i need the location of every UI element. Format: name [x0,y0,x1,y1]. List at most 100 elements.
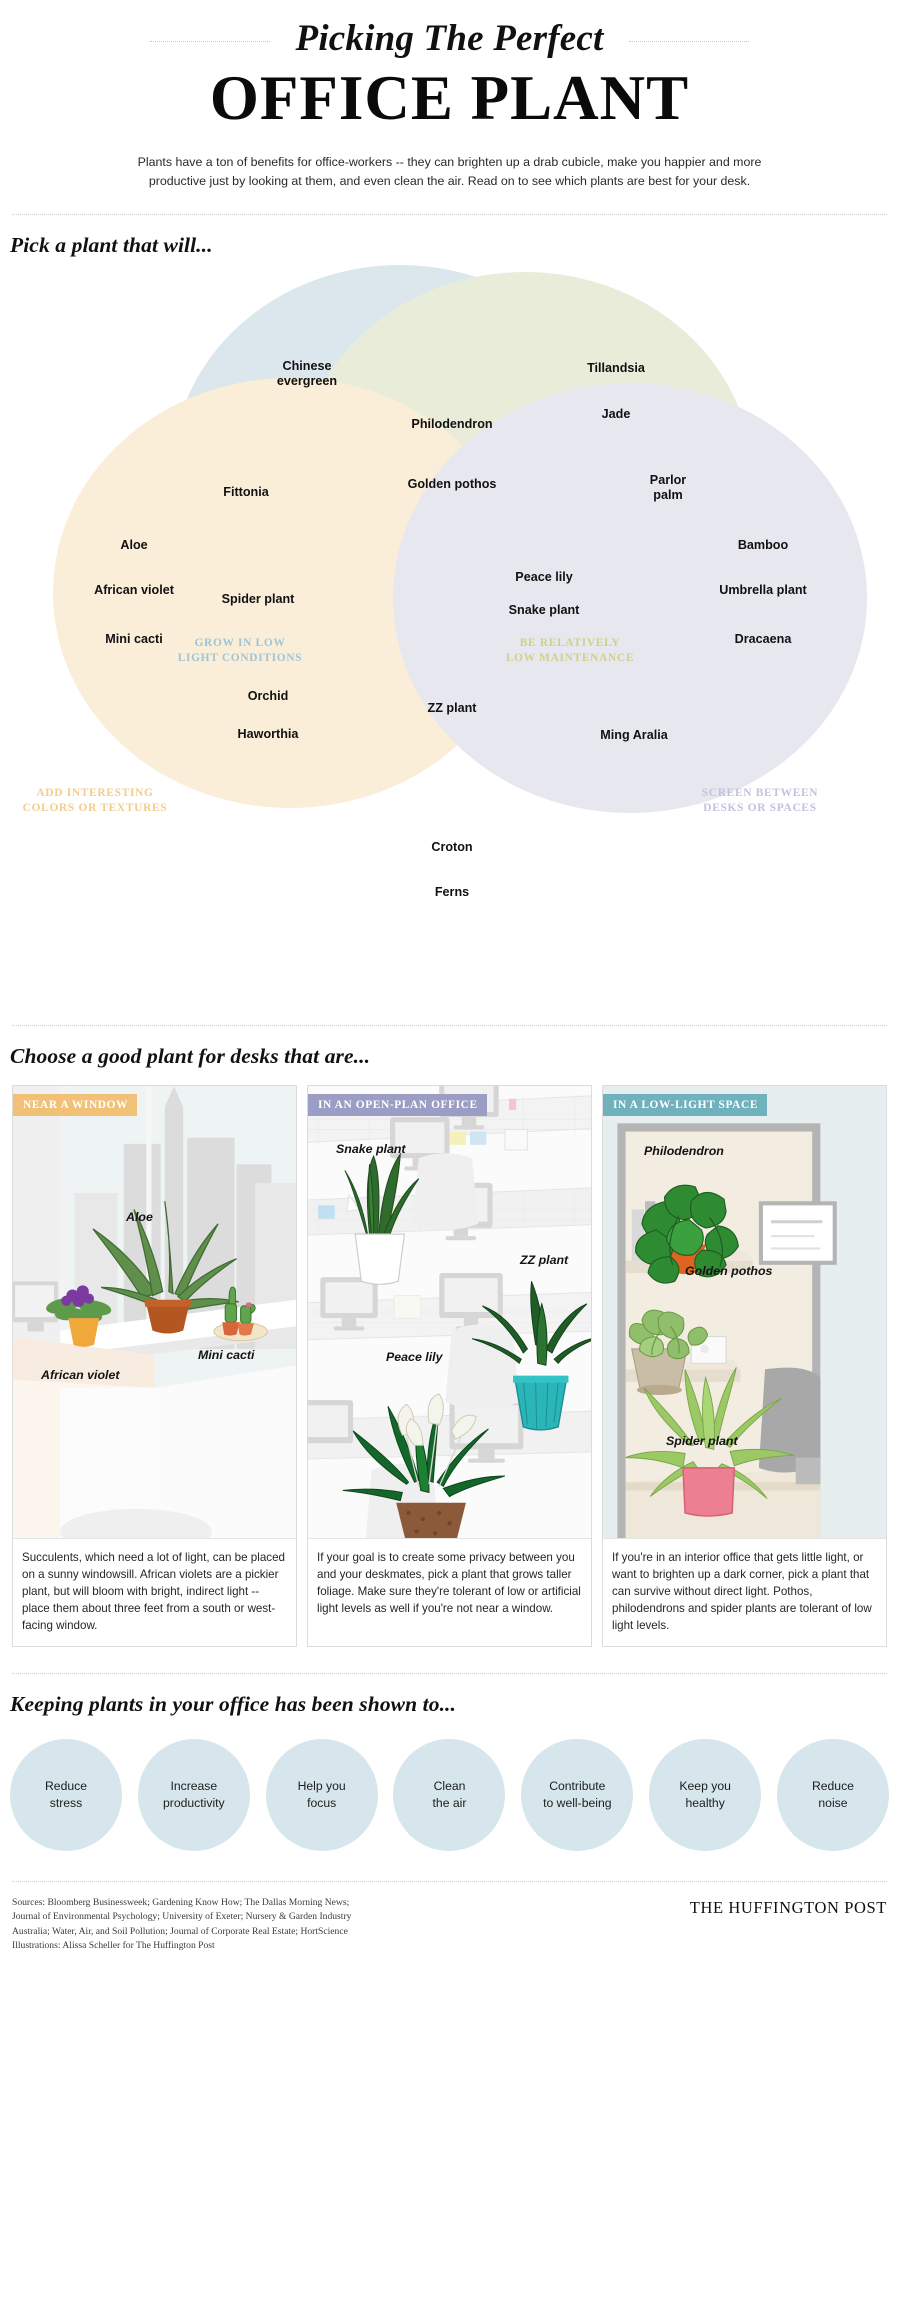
art-label-snake-plant: Snake plant [336,1141,406,1156]
art-label-african-violet: African violet [41,1367,120,1382]
panel-caption-near-a-window: Succulents, which need a lot of light, c… [13,1537,296,1646]
venn-plant-label: Fittonia [223,484,269,499]
venn-plant-label: Peace lily [515,569,573,584]
venn-label-screen-line1: SCREEN BETWEEN [701,786,819,799]
venn-plant-label: Ferns [434,884,470,899]
deck-text: Plants have a ton of benefits for office… [137,155,762,189]
kicker-text: Picking The Perfect [149,18,750,61]
snake-plant-illustration [344,1151,420,1285]
venn-plant-label: Orchid [247,688,289,703]
benefit-label-line1: Reduce [44,1779,87,1794]
philodendron-illustration [635,1184,739,1284]
venn-plant-label: Croton [431,839,473,854]
venn-plant-label: Ming Aralia [600,727,668,742]
kicker-wrap: Picking The Perfect [0,18,899,61]
benefit-label-line2: focus [307,1795,337,1810]
page-header: Picking The Perfect OFFICE PLANT Plants … [0,0,899,192]
art-label-zz-plant: ZZ plant [520,1252,569,1267]
venn-label-colors-textures: ADD INTERESTING COLORS OR TEXTURES [0,786,195,817]
art-label-aloe: Aloe [126,1209,153,1224]
benefit-label-line2: productivity [163,1795,225,1810]
venn-label-low-maintenance-line2: LOW MAINTENANCE [505,651,635,664]
desks-section-heading: Choose a good plant for desks that are..… [10,1043,371,1068]
open-plan-scene-illustration [308,1085,591,1538]
venn-label-screen: SCREEN BETWEEN DESKS OR SPACES [660,786,860,817]
sources-line-3: Australia; Water, Air, and Soil Pollutio… [12,1925,348,1937]
benefit-label-line1: Clean [433,1779,466,1794]
venn-label-low-light: GROW IN LOW LIGHT CONDITIONS [140,636,340,667]
venn-label-colors-line2: COLORS OR TEXTURES [22,801,168,814]
page-title: OFFICE PLANT [209,62,690,133]
venn-plant-label: Umbrella plant [719,582,807,597]
venn-plant-label: Snake plant [508,602,580,617]
benefit-label-line2: to well-being [543,1795,612,1810]
venn-plant-label: Bamboo [737,537,789,552]
art-label-philodendron: Philodendron [644,1143,724,1158]
venn-label-low-light-line1: GROW IN LOW [194,636,286,649]
venn-plant-label-line2: evergreen [276,374,338,389]
venn-plant-label-line1: Parlor [649,472,687,487]
venn-plant-label: African violet [94,582,174,597]
art-label-golden-pothos: Golden pothos [685,1263,773,1278]
venn-label-low-light-line2: LIGHT CONDITIONS [177,651,303,664]
venn-plant-label: Dracaena [734,631,792,646]
venn-plant-label: Golden pothos [407,476,497,491]
panel-caption-low-light-space: If you're in an interior office that get… [603,1537,886,1646]
sources-text: Sources: Bloomberg Businessweek; Gardeni… [12,1896,351,1954]
benefits-section-heading: Keeping plants in your office has been s… [10,1691,457,1716]
zz-plant-illustration [471,1280,591,1431]
venn-label-screen-line2: DESKS OR SPACES [703,801,817,814]
divider-footer [12,1880,887,1882]
benefit-label-line2: noise [818,1795,848,1810]
peace-lily-illustration [342,1393,506,1538]
desk-panels: NEAR A WINDOW Aloe African violet Mini c… [12,1084,887,1647]
venn-plant-label: ZZ plant [427,700,477,715]
spider-plant-illustration [625,1366,794,1517]
mini-cacti-illustration [213,1286,268,1341]
art-label-spider-plant: Spider plant [666,1433,738,1448]
venn-plant-label-line2: palm [653,488,683,503]
panel-open-plan-office: IN AN OPEN-PLAN OFFICE Snake plant ZZ pl… [307,1084,592,1647]
art-label-peace-lily: Peace lily [386,1349,443,1364]
panel-tag-near-a-window: NEAR A WINDOW [13,1093,138,1116]
golden-pothos-illustration [628,1309,709,1395]
venn-label-low-maintenance-line1: BE RELATIVELY [519,636,621,649]
venn-diagram: GROW IN LOW LIGHT CONDITIONS BE RELATIVE… [0,258,899,1003]
benefit-label-line1: Contribute [549,1779,606,1794]
benefit-label-line2: stress [49,1795,83,1810]
panel-near-window-art: NEAR A WINDOW Aloe African violet Mini c… [13,1085,296,1538]
divider-panels-bottom [12,1672,887,1674]
venn-circle-screen [393,382,867,813]
sources-line-4: Illustrations: Alissa Scheller for The H… [12,1940,215,1952]
divider-venn-bottom [12,1024,887,1026]
panel-tag-low-light-space: IN A LOW-LIGHT SPACE [603,1093,768,1116]
panel-near-a-window: NEAR A WINDOW Aloe African violet Mini c… [12,1084,297,1647]
benefit-label-line2: the air [432,1795,467,1810]
art-label-mini-cacti: Mini cacti [198,1347,255,1362]
panel-caption-open-plan-office: If your goal is to create some privacy b… [308,1537,591,1646]
low-light-scene-illustration [603,1085,886,1538]
page-footer: Sources: Bloomberg Businessweek; Gardeni… [12,1896,887,1954]
sources-line-1: Sources: Bloomberg Businessweek; Gardeni… [12,1896,350,1908]
venn-plant-label: Spider plant [221,591,295,606]
venn-section-heading: Pick a plant that will... [10,232,213,257]
divider-top [12,213,887,215]
african-violet-illustration [46,1284,112,1347]
panel-open-plan-art: IN AN OPEN-PLAN OFFICE Snake plant ZZ pl… [308,1085,591,1538]
venn-circle-colors-textures [53,377,527,808]
sources-line-2: Journal of Environmental Psychology; Uni… [12,1911,352,1923]
window-scene-illustration [13,1085,296,1538]
benefit-label-line1: Increase [170,1779,218,1794]
venn-plant-label: Mini cacti [105,631,163,646]
